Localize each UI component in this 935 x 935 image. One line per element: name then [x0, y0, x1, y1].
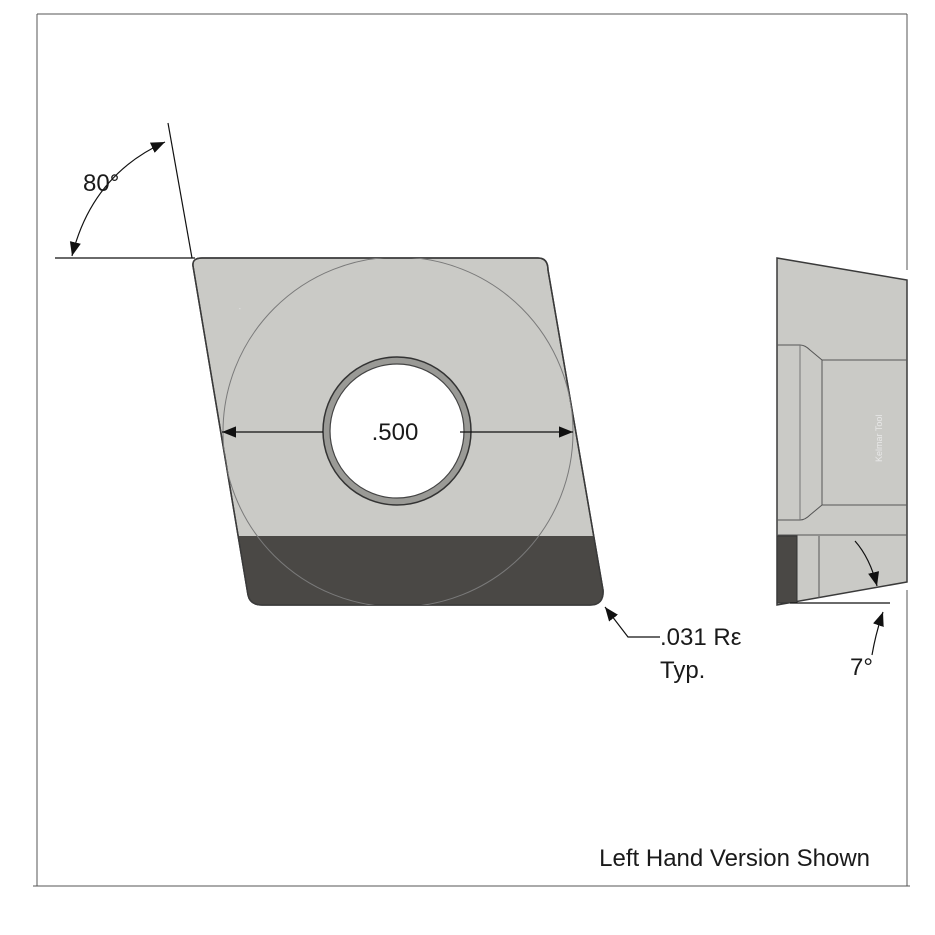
side-body: [776, 257, 908, 606]
corner-radius-leader: [604, 606, 660, 638]
top-angle-dimension: [55, 122, 195, 259]
svg-text:.: .: [232, 305, 242, 310]
bore-diameter-label: .500: [372, 419, 419, 446]
insert-top-view: .: [192, 257, 604, 606]
top-angle-label: 80°: [83, 170, 119, 197]
drawing-frame: [33, 13, 910, 887]
bore-hole: [329, 363, 465, 499]
clearance-angle-label: 7°: [850, 654, 873, 681]
side-watermark: Kelmar Tool: [874, 415, 884, 462]
side-tip: [776, 535, 798, 604]
insert-cutting-tip: [192, 536, 604, 605]
clearance-angle-dimension: [790, 540, 890, 656]
footer-note: Left Hand Version Shown: [599, 845, 870, 872]
corner-radius-label: .031 Rε: [660, 624, 742, 651]
corner-radius-note: Typ.: [660, 657, 705, 684]
insert-side-view: Kelmar Tool: [776, 257, 908, 606]
